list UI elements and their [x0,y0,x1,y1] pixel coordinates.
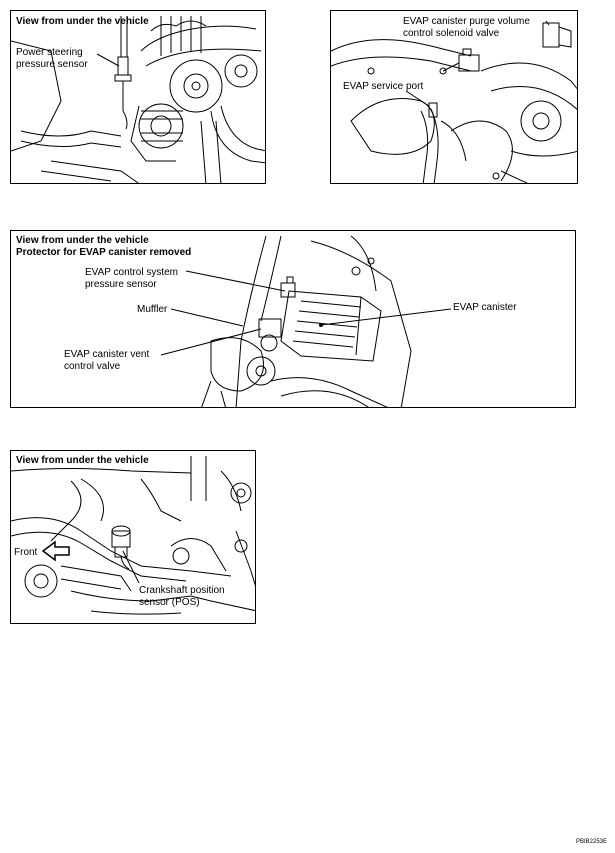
label-purge-line1: EVAP canister purge volume [403,16,530,27]
engine-drawing-3 [11,231,576,408]
label-vent-valve-line2: control valve [64,361,121,372]
label-purge-line2: control solenoid valve [403,28,500,39]
label-pressure-sensor-line1: EVAP control system [85,267,178,278]
label-power-steering-line2: pressure sensor [16,59,88,70]
panel4-title: View from under the vehicle [16,455,149,466]
engine-drawing-2 [331,11,578,184]
label-power-steering-line1: Power steering [16,47,83,58]
panel-evap-purge: EVAP canister purge volume control solen… [330,10,578,184]
engine-drawing-1 [11,11,266,184]
panel1-title: View from under the vehicle [16,16,149,27]
front-arrow-icon [43,542,69,560]
label-vent-valve-line1: EVAP canister vent [64,349,150,360]
panel-evap-canister: View from under the vehicle Protector fo… [10,230,576,408]
label-pressure-sensor-line2: pressure sensor [85,279,157,290]
label-ckp-line1: Crankshaft position [139,585,225,596]
label-ckp-line2: sensor (POS) [139,597,200,608]
label-evap-service-port: EVAP service port [343,81,424,92]
panel-power-steering: View from under the vehicle Power steeri… [10,10,266,184]
figure-code: PBIB2253E [575,839,607,845]
label-muffler: Muffler [137,304,168,315]
panel3-title-line2: Protector for EVAP canister removed [16,247,192,258]
panel3-title-line1: View from under the vehicle [16,235,149,246]
panel-crankshaft-sensor: View from under the vehicle Front Cranks… [10,450,256,624]
label-front: Front [14,547,38,558]
engine-drawing-4 [11,451,256,624]
label-evap-canister: EVAP canister [453,302,517,313]
